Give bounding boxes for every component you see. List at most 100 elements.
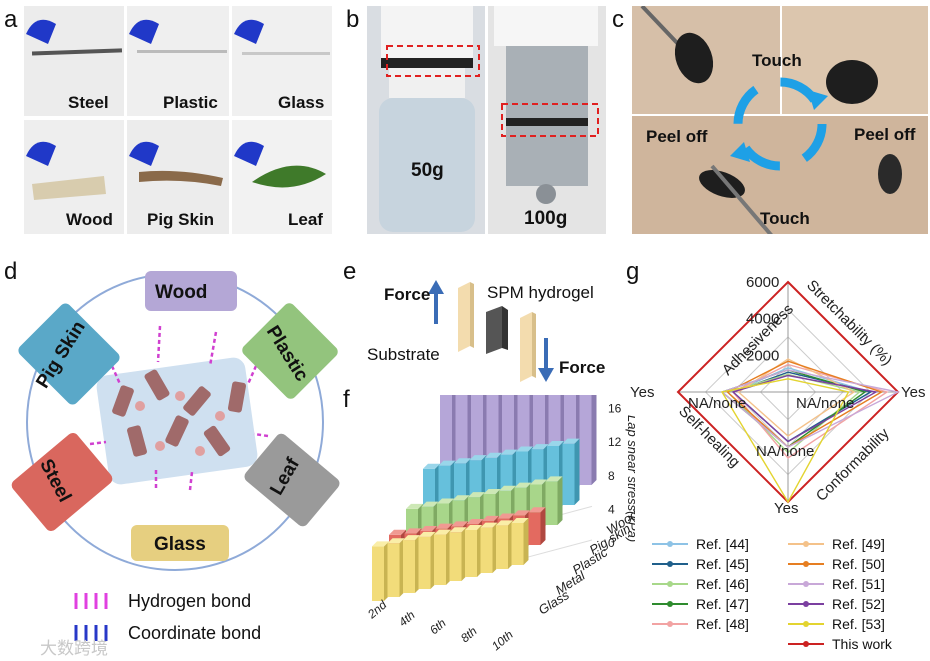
legend-swatch xyxy=(652,581,688,587)
radar-series xyxy=(720,369,901,448)
bar-glass-1 xyxy=(372,541,389,601)
legend-marker xyxy=(803,561,809,567)
legend-label: Ref. [45] xyxy=(696,556,749,572)
label-peel-left: Peel off xyxy=(646,127,708,146)
legend-item: Ref. [50] xyxy=(788,554,885,574)
photo-weight xyxy=(488,6,606,234)
bar-glass-2 xyxy=(387,538,405,597)
substrate-wood-label: Wood xyxy=(155,282,208,303)
r-tick: 2000 xyxy=(746,347,779,364)
force-top-label: Force xyxy=(384,285,431,304)
legend-item: Ref. [49] xyxy=(788,534,885,554)
legend-label: Ref. [53] xyxy=(832,616,885,632)
caption-steel: Steel xyxy=(68,93,109,112)
panel-label-g: g xyxy=(626,258,640,285)
legend-marker xyxy=(803,641,809,647)
legend-swatch xyxy=(788,641,824,647)
photo-pigskin xyxy=(127,120,229,234)
legend-swatch xyxy=(788,541,824,547)
bar-glass-7 xyxy=(465,524,482,577)
bar-glass-10 xyxy=(511,518,529,565)
legend-label: Ref. [52] xyxy=(832,596,885,612)
label-na-right: NA/none xyxy=(796,395,854,412)
z-tick: 4 xyxy=(608,502,615,516)
substrate-label: Substrate xyxy=(367,345,440,364)
caption-glass: Glass xyxy=(278,93,325,112)
bar-plastic-10 xyxy=(545,476,563,525)
radar-legend: Ref. [44] Ref. [45] Ref. [46] Ref. [47] Ref.… xyxy=(652,534,922,658)
legend-marker xyxy=(803,621,809,627)
x-tick: 2nd xyxy=(364,597,389,621)
legend-swatch xyxy=(788,621,824,627)
x-tick: 8th xyxy=(458,624,480,646)
legend-label: Ref. [46] xyxy=(696,576,749,592)
panel-label-e: e xyxy=(343,258,357,285)
bond-legend-marks xyxy=(74,593,108,641)
caption-leaf: Leaf xyxy=(288,210,323,229)
photo-glass xyxy=(232,6,332,116)
caption-pigskin: Pig Skin xyxy=(147,210,215,229)
legend-label: Ref. [50] xyxy=(832,556,885,572)
legend-item: Ref. [51] xyxy=(788,574,885,594)
legend-label: Ref. [47] xyxy=(696,596,749,612)
label-na-bottom: NA/none xyxy=(756,443,814,460)
x-tick: 4th xyxy=(396,608,418,630)
photo-wood xyxy=(24,120,124,234)
bottle-weight-label: 50g xyxy=(411,160,444,181)
legend-swatch xyxy=(652,561,688,567)
watermark: 大数跨境 xyxy=(40,639,108,658)
legend-swatch xyxy=(652,601,688,607)
legend-marker xyxy=(667,561,673,567)
legend-marker xyxy=(803,581,809,587)
axis-label-self-healing: Self-healing xyxy=(675,403,743,471)
legend-label: This work xyxy=(832,636,892,652)
z-axis-label: Lap shear stress(kPa) xyxy=(625,415,635,542)
bar-glass-9 xyxy=(496,520,513,569)
legend-coordinate-bond: Coordinate bond xyxy=(128,623,262,643)
photo-steel xyxy=(24,6,124,116)
photo-bottle xyxy=(367,6,485,234)
force-bottom-label: Force xyxy=(559,358,606,377)
legend-label: Ref. [51] xyxy=(832,576,885,592)
legend-swatch xyxy=(788,601,824,607)
legend-swatch xyxy=(652,541,688,547)
axis-label-stretchability: Stretchability (%) xyxy=(803,277,895,369)
x-tick: 10th xyxy=(489,627,516,653)
legend-item: Ref. [45] xyxy=(652,554,749,574)
bar-glass-6 xyxy=(449,527,467,581)
legend-label: Ref. [48] xyxy=(696,616,749,632)
z-tick: 0 xyxy=(608,536,615,550)
z-tick: 8 xyxy=(608,469,615,483)
legend-marker xyxy=(667,601,673,607)
legend-item: Ref. [52] xyxy=(788,594,885,614)
legend-swatch xyxy=(788,561,824,567)
hydrogel-label: SPM hydrogel xyxy=(487,283,594,302)
legend-marker xyxy=(803,541,809,547)
legend-item: Ref. [44] xyxy=(652,534,749,554)
label-peel-right: Peel off xyxy=(854,125,916,144)
r-tick: 6000 xyxy=(746,274,779,291)
panel-e-diagram xyxy=(428,280,554,382)
label-yes-right: Yes xyxy=(901,384,925,401)
label-yes-bottom: Yes xyxy=(774,500,798,517)
legend-item: Ref. [48] xyxy=(652,614,749,634)
legend-marker xyxy=(803,601,809,607)
legend-swatch xyxy=(788,581,824,587)
panel-label-c: c xyxy=(612,6,624,33)
panel-label-d: d xyxy=(4,258,18,285)
substrate-glass xyxy=(131,525,229,561)
panel-c-overlay xyxy=(640,6,902,234)
z-tick: 12 xyxy=(608,435,622,449)
photo-plastic xyxy=(127,6,229,116)
legend-hydrogen-bond: Hydrogen bond xyxy=(128,591,252,611)
label-touch-top: Touch xyxy=(752,51,802,70)
bar-metal-10 xyxy=(528,507,546,545)
z-tick: 16 xyxy=(608,402,622,416)
legend-item: Ref. [53] xyxy=(788,614,885,634)
bar-glass-8 xyxy=(480,522,498,573)
radar-series xyxy=(720,378,850,504)
legend-swatch xyxy=(652,621,688,627)
label-yes-left: Yes xyxy=(630,384,654,401)
